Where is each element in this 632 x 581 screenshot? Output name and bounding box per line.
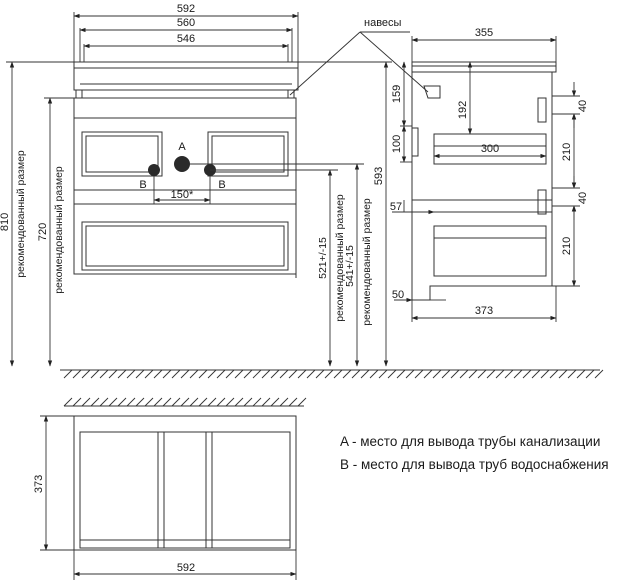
cabinet-body: [73, 97, 297, 275]
dim-720: 720: [37, 223, 49, 241]
dim-192: 192: [457, 101, 469, 119]
dim-150: 150*: [171, 189, 194, 201]
dim-57: 57: [390, 201, 402, 213]
top-view-outline: [73, 415, 297, 551]
floor-line: [60, 369, 604, 379]
label-b-right: B: [218, 179, 225, 191]
top-view: [64, 405, 304, 551]
dim-210-top: 210: [561, 143, 573, 161]
lower-drawer: [81, 221, 289, 271]
legend-b: B - место для вывода труб водоснабжения: [340, 457, 609, 472]
dim-40-top: 40: [577, 100, 589, 112]
rec-size-521: рекомендованный размер: [334, 194, 346, 322]
dim-521: 521+/-15: [317, 237, 329, 279]
dim-560: 560: [177, 17, 195, 29]
dim-159: 159: [391, 85, 403, 103]
dim-300: 300: [481, 143, 499, 155]
wall-hatching: [63, 397, 307, 407]
dim-100: 100: [391, 135, 403, 153]
dim-50: 50: [392, 289, 404, 301]
side-hinge: [423, 85, 441, 99]
outlet-a: [174, 156, 190, 172]
dim-592-bottom: 592: [177, 562, 195, 574]
countertop: [73, 61, 299, 91]
dim-593: 593: [373, 167, 385, 185]
front-view: [73, 61, 299, 278]
rec-size-541: рекомендованный размер: [361, 198, 373, 326]
dim-355: 355: [475, 27, 493, 39]
rec-size-810: рекомендованный размер: [15, 150, 27, 278]
dim-592-top: 592: [177, 3, 195, 15]
dim-541: 541+/-15: [344, 245, 356, 287]
side-view: [411, 61, 557, 301]
label-a: A: [178, 141, 186, 153]
upper-compartment-left: [81, 131, 163, 177]
dim-40-bottom: 40: [577, 192, 589, 204]
rec-size-720: рекомендованный размер: [53, 166, 65, 294]
dim-546: 546: [177, 33, 195, 45]
dim-210-bottom: 210: [561, 237, 573, 255]
legend-a: A - место для вывода трубы канализации: [340, 434, 601, 449]
label-b-left: B: [139, 179, 146, 191]
outlet-b-left: [148, 164, 160, 176]
hinge-left: [75, 89, 83, 99]
hinges-label: навесы: [364, 17, 402, 29]
side-dimension-lines: [392, 36, 580, 322]
dim-373-side: 373: [475, 305, 493, 317]
front-dimension-lines: [6, 12, 429, 367]
top-dimension-lines: [40, 415, 297, 580]
dim-810: 810: [0, 213, 11, 231]
dim-373-top: 373: [33, 475, 45, 493]
upper-compartment-right: [207, 131, 289, 177]
